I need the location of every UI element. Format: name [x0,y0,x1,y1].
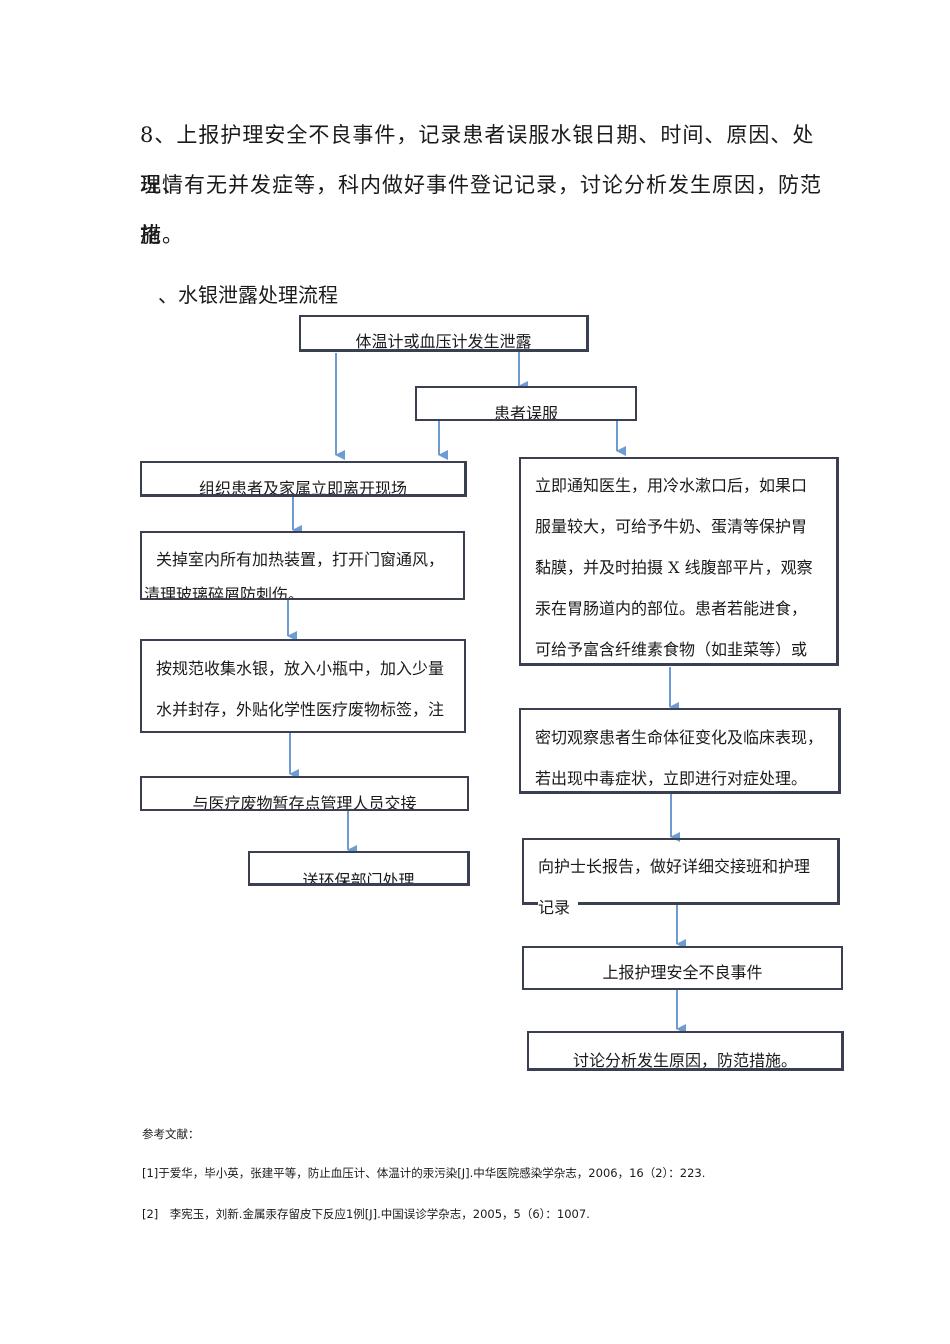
flow-dispose-box: 送环保部门处理 [248,851,470,886]
flow-report-head-line: 记录 [538,887,578,928]
flow-discuss-box: 讨论分析发生原因，防范措施。 [527,1031,844,1071]
flow-collect-line: 按规范收集水银，放入小瓶中，加入少量 [156,659,445,678]
flow-notify-line: 汞在胃肠道内的部位。患者若能进食， [535,599,808,618]
step8-line1: 8、上报护理安全不良事件，记录患者误服水银日期、时间、原因、处理情 [140,123,815,197]
flow-report-head-line: 向护士长报告，做好详细交接班和护理 [538,857,811,876]
flow-notify-line: 立即通知医生，用冷水漱口后，如果口 [535,476,808,495]
flow-notify-line: 黏膜，并及时拍摄 X 线腹部平片，观察 [535,558,813,577]
flow-observe-box: 密切观察患者生命体征变化及临床表现， 若出现中毒症状，立即进行对症处理。 [519,708,841,794]
flow-notify-line: 可给予富含纤维素食物（如韭菜等）或 [535,640,808,659]
step8-line2: 况、有无并发症等，科内做好事件登记记录，讨论分析发生原因，防范措 [140,173,822,247]
reference-item: [1]于爱华，毕小英，张建平等，防止血压计、体温计的汞污染[J].中华医院感染学… [142,1166,706,1180]
flow-observe-line: 若出现中毒症状，立即进行对症处理。 [535,769,808,788]
flow-ventilate-line: 关掉室内所有加热装置，打开门窗通风， [156,550,445,569]
flow-report-event-label: 上报护理安全不良事件 [602,963,763,982]
flow-handover-box: 与医疗废物暂存点管理人员交接 [140,776,469,811]
flow-report-event-box: 上报护理安全不良事件 [522,946,843,990]
flow-collect-box: 按规范收集水银，放入小瓶中，加入少量 水并封存，外贴化学性医疗废物标签，注 [140,639,466,733]
flow-collect-line: 水并封存，外贴化学性医疗废物标签，注 [156,700,445,719]
flow-ventilate-line: 清理玻璃碎屑防刺伤。 [144,585,305,600]
flow-dispose-label: 送环保部门处理 [302,871,415,886]
flow-evacuate-label: 组织患者及家属立即离开现场 [198,479,407,497]
section-title: 、水银泄露处理流程 [158,283,338,307]
flow-report-head-box: 向护士长报告，做好详细交接班和护理 记录 [522,838,840,928]
flow-observe-line: 密切观察患者生命体征变化及临床表现， [535,728,824,747]
flow-notify-line: 服量较大，可给予牛奶、蛋清等保护胃 [535,517,808,536]
flow-notify-box: 立即通知医生，用冷水漱口后，如果口 服量较大，可给予牛奶、蛋清等保护胃 黏膜，并… [519,457,839,666]
flow-swallow-box: 患者误服 [415,386,637,421]
flow-ventilate-box: 关掉室内所有加热装置，打开门窗通风， 清理玻璃碎屑防刺伤。 [140,531,465,600]
references-title: 参考文献： [142,1127,200,1141]
flow-discuss-label: 讨论分析发生原因，防范措施。 [572,1051,797,1070]
flow-swallow-label: 患者误服 [493,404,558,421]
step8-line3: 施。 [140,223,184,247]
flow-handover-label: 与医疗废物暂存点管理人员交接 [192,794,417,811]
flow-evacuate-box: 组织患者及家属立即离开现场 [140,461,467,497]
flow-start-label: 体温计或血压计发生泄露 [355,332,532,351]
reference-item: [2] 李宪玉，刘新.金属汞存留皮下反应1例[J].中国误诊学杂志，2005，5… [142,1207,590,1221]
flow-start-box: 体温计或血压计发生泄露 [299,315,589,352]
